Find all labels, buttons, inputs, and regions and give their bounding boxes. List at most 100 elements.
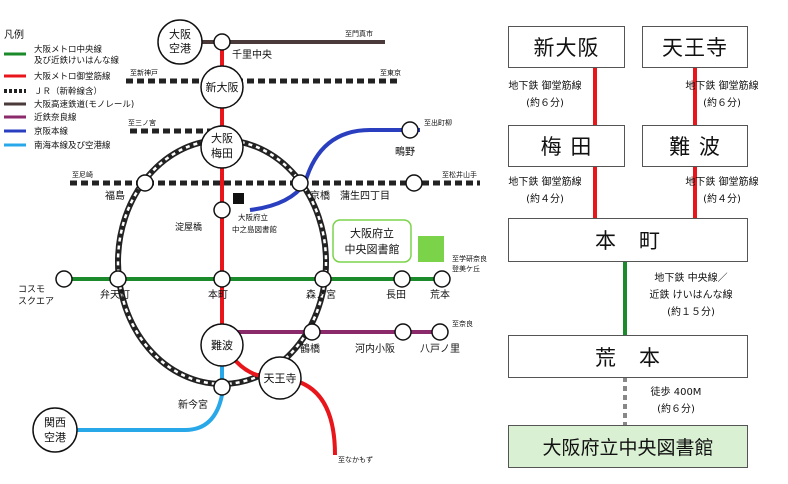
note-1-time: (約６分) (526, 98, 564, 109)
note-5-line1: 地下鉄 中央線／ (654, 273, 728, 284)
bentencho-label: 弁天町 (100, 288, 130, 301)
legend-label-monorail: 大阪高速鉄道(モノレール) (34, 99, 134, 110)
shin-osaka-label: 新大阪 (206, 80, 239, 94)
osaka-airport-label-2: 空港 (169, 41, 191, 55)
yodoyabashi-dot[interactable] (213, 201, 231, 219)
legend-label-keihan: 京阪本線 (34, 126, 69, 137)
kawachi-kosaka-label: 河内小阪 (355, 342, 395, 355)
fukushima-label: 福島 (105, 189, 125, 202)
nakanoshima-library-marker (233, 193, 244, 204)
kawachi-kosaka-dot[interactable] (394, 323, 412, 341)
route-box-hommachi: 本 町 (508, 218, 748, 262)
route-box-shin-osaka: 新大阪 (508, 26, 625, 68)
nakanoshima-library-label-2: 中之島図書館 (232, 224, 277, 234)
kyobashi-label: 京橋 (310, 189, 330, 202)
to-kadoma-label: 至門真市 (345, 29, 373, 38)
kansai-airport-label-2: 空港 (44, 430, 66, 444)
note-6-line: 徒歩 400M (650, 387, 702, 398)
senri-chuo-label: 千里中央 (232, 48, 272, 61)
umeda-station[interactable]: 大阪 梅田 (200, 125, 244, 169)
note-3-time: (約４分) (526, 194, 564, 205)
hoshida-dot[interactable] (405, 174, 423, 192)
fukushima-dot[interactable] (136, 174, 154, 192)
yaenosato-dot[interactable] (431, 323, 449, 341)
legend-label-kintetsu: 近鉄奈良線 (34, 112, 77, 123)
note-5-line2: 近鉄 けいはんな線 (649, 290, 733, 301)
library-label-1: 大阪府立 (350, 226, 394, 240)
route-box-aramoto: 荒 本 (508, 335, 748, 378)
tsuruhashi-label: 鶴橋 (300, 342, 320, 355)
legend-label-midosuji: 大阪メトロ御堂筋線 (34, 71, 111, 82)
station-labels: 千里中央 福島 京橋 鴫野 蒲生四丁目 淀屋橋 大阪府立 中之島図書館 コスモ … (18, 48, 460, 411)
bentencho-dot[interactable] (109, 270, 127, 288)
note-namba-hommachi: 地下鉄 御堂筋線 (約４分) (672, 174, 772, 208)
legend-label-jr: ＪＲ（新幹線含） (34, 86, 102, 97)
route-connectors (593, 67, 697, 425)
library-marker (418, 236, 444, 262)
shin-osaka-station[interactable]: 新大阪 (200, 65, 244, 109)
to-demachiyanagi-label: 至出町柳 (424, 118, 452, 127)
note-umeda-hommachi: 地下鉄 御堂筋線 (約４分) (500, 174, 590, 208)
aramoto-dot[interactable] (433, 270, 451, 288)
note-5-time: (約１５分) (667, 307, 715, 318)
legend-label-nankai: 南海本線及び空港線 (34, 140, 111, 151)
to-amagasaki-label: 至尼崎 (72, 170, 93, 179)
namba-label: 難波 (211, 339, 233, 352)
legend-label-chuo-2: 及び近鉄けいはんな線 (34, 55, 120, 66)
kansai-airport-label-1: 関西 (44, 416, 66, 429)
cosmo-square-label-1: コスモ (18, 285, 45, 295)
note-aramoto-library: 徒歩 400M (約６分) (636, 384, 716, 418)
kansai-airport-station[interactable]: 関西 空港 (32, 407, 78, 453)
aramoto-label: 荒本 (430, 288, 450, 301)
route-box-tennoji: 天王寺 (642, 26, 748, 68)
shin-imamiya-dot[interactable] (213, 378, 231, 396)
nakanoshima-library-label-1: 大阪府立 (238, 212, 268, 222)
to-nakamozu-label: 至なかもず (338, 455, 373, 464)
to-matsuiyamate-label: 至松井山手 (442, 170, 477, 179)
yaenosato-label: 八戸ノ里 (420, 343, 460, 355)
nagata-dot[interactable] (393, 270, 411, 288)
small-stations (55, 33, 451, 396)
yodoyabashi-label: 淀屋橋 (175, 221, 202, 233)
note-4-time: (約４分) (703, 194, 741, 205)
to-nara-label: 至奈良 (452, 319, 473, 328)
kyobashi-dot[interactable] (291, 174, 309, 192)
note-2-time: (約６分) (703, 98, 741, 109)
to-gakkentoshi-label-1: 至学研奈良 (452, 254, 487, 263)
note-shin-osaka-umeda: 地下鉄 御堂筋線 (約６分) (500, 78, 590, 112)
morinomiya-label: 森ノ宮 (306, 288, 336, 301)
morinomiya-dot[interactable] (314, 270, 332, 288)
namba-station[interactable]: 難波 (200, 323, 244, 367)
note-hommachi-aramoto: 地下鉄 中央線／ 近鉄 けいはんな線 (約１５分) (636, 270, 746, 321)
umeda-label-1: 大阪 (211, 131, 233, 145)
note-1-line: 地下鉄 御堂筋線 (508, 81, 582, 92)
shin-imamiya-label: 新今宮 (178, 398, 208, 411)
cosmo-square-dot[interactable] (55, 270, 73, 288)
tennoji-label: 天王寺 (264, 372, 297, 385)
route-box-umeda: 梅 田 (508, 125, 625, 167)
to-shin-kobe-label: 至新神戸 (130, 68, 158, 77)
library-label-box (332, 219, 412, 263)
umeda-label-2: 梅田 (211, 146, 233, 160)
legend-label-chuo-1: 大阪メトロ中央線 (34, 44, 103, 55)
legend: 凡例 大阪メトロ中央線 及び近鉄けいはんな線 大阪メトロ御堂筋線 ＪＲ（新幹線含… (4, 28, 134, 151)
keihan-end-dot[interactable] (401, 121, 419, 139)
senri-chuo-dot[interactable] (213, 33, 231, 51)
route-destination: 大阪府立中央図書館 (508, 425, 748, 468)
to-sannomiya-label: 至三ノ宮 (128, 118, 156, 127)
tennoji-station[interactable]: 天王寺 (258, 356, 302, 400)
tsuruhashi-dot[interactable] (303, 323, 321, 341)
hommachi-dot[interactable] (213, 270, 231, 288)
cosmo-square-label-2: スクエア (18, 296, 54, 307)
osaka-airport-station[interactable]: 大阪 空港 (157, 19, 203, 65)
note-4-line: 地下鉄 御堂筋線 (685, 177, 759, 188)
note-tennoji-namba: 地下鉄 御堂筋線 (約６分) (672, 78, 772, 112)
edge-labels: 至門真市 至新神戸 至東京 至三ノ宮 至出町柳 至尼崎 至松井山手 至学研奈良 … (72, 29, 487, 464)
legend-title: 凡例 (4, 28, 24, 41)
note-6-time: (約６分) (657, 404, 695, 415)
note-2-line: 地下鉄 御堂筋線 (685, 81, 759, 92)
route-box-namba: 難 波 (642, 125, 748, 167)
osaka-airport-label-1: 大阪 (169, 27, 191, 41)
